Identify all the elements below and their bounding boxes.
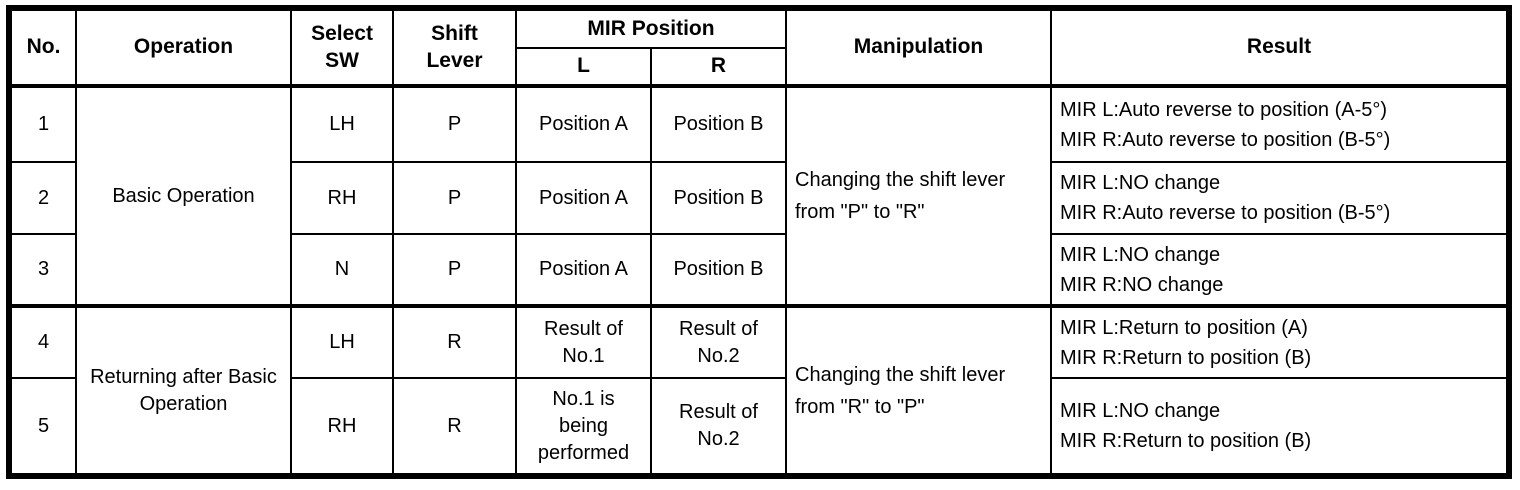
row-5-select-sw: RH: [290, 377, 394, 477]
row-4-result: MIR L:Return to position (A) MIR R:Retur…: [1050, 304, 1510, 379]
row-4-mir-r: Result of No.2: [650, 304, 787, 379]
row-1-no: 1: [8, 84, 77, 163]
row-1-mir-r: Position B: [650, 84, 787, 163]
row-5-mir-l-label: No.1 is being performed: [537, 387, 630, 464]
row-3-result: MIR L:NO change MIR R:NO change: [1050, 233, 1510, 307]
row-2-result-line-l: MIR L:NO change: [1060, 172, 1221, 194]
header-row-sub: L R: [9, 47, 1509, 87]
row-3-no: 3: [8, 233, 77, 307]
manipulation-group-r-to-p: Changing the shift lever from "R" to "P": [785, 304, 1052, 477]
row-1-result: MIR L:Auto reverse to position (A-5°) MI…: [1050, 84, 1510, 163]
row-3-mir-r: Position B: [650, 233, 787, 307]
manipulation-group-p-to-r: Changing the shift lever from "P" to "R": [785, 84, 1052, 307]
row-4-mir-l-label: Result of No.1: [544, 317, 623, 367]
table-row-5: 5 RH R No.1 is being performed Result of…: [8, 377, 1510, 477]
row-4-select-sw: LH: [290, 304, 394, 379]
row-5-mir-r-label: Result of No.2: [679, 401, 758, 450]
row-1-select-sw: LH: [290, 84, 394, 163]
row-5-shift-lever: R: [392, 377, 517, 477]
header-shift-lever: Shift Lever: [392, 7, 517, 87]
table-row-4: 4 Returning after Basic Operation LH R R…: [8, 304, 1510, 477]
row-3-mir-l: Position A: [515, 233, 652, 307]
row-1-shift-lever: P: [392, 84, 517, 163]
row-2-shift-lever: P: [392, 161, 517, 235]
row-3-shift-lever: P: [392, 233, 517, 307]
table-row-2: 2 RH P Position A Position B MIR L:NO ch…: [8, 161, 1510, 235]
header-no: No.: [8, 7, 77, 87]
header-mir-position: MIR Position: [515, 7, 787, 49]
table-row-1: 1 Basic Operation LH P Position A Positi…: [8, 84, 1510, 307]
header-operation: Operation: [75, 7, 292, 87]
header-mir-l: L: [515, 47, 652, 87]
row-1-mir-l: Position A: [515, 84, 652, 163]
row-4-result-line-r: MIR R:Return to position (B): [1060, 346, 1312, 369]
row-2-result-line-r: MIR R:Auto reverse to position (B-5°): [1060, 202, 1391, 224]
row-5-mir-l: No.1 is being performed: [515, 377, 652, 477]
row-1-result-line-r: MIR R:Auto reverse to position (B-5°): [1060, 128, 1391, 151]
header-select-sw: Select SW: [290, 7, 394, 87]
mir-position-table: No. Operation Select SW Shift Lever MIR …: [6, 5, 1512, 479]
table-row-3: 3 N P Position A Position B MIR L:NO cha…: [8, 233, 1510, 307]
row-2-no: 2: [8, 161, 77, 235]
row-2-result: MIR L:NO change MIR R:Auto reverse to po…: [1050, 161, 1510, 235]
row-2-mir-l: Position A: [515, 161, 652, 235]
row-5-result: MIR L:NO change MIR R:Return to position…: [1050, 377, 1510, 477]
row-2-mir-r: Position B: [650, 161, 787, 235]
header-select-sw-label: Select SW: [311, 22, 373, 72]
row-5-result-line-l: MIR L:NO change: [1060, 400, 1221, 422]
header-mir-r: R: [650, 47, 787, 87]
operation-group-returning: Returning after Basic Operation: [75, 304, 292, 477]
row-3-select-sw: N: [290, 233, 394, 307]
row-2-select-sw: RH: [290, 161, 394, 235]
row-5-no: 5: [8, 377, 77, 477]
header-shift-lever-label: Shift Lever: [426, 22, 483, 72]
row-4-shift-lever: R: [392, 304, 517, 379]
row-4-mir-r-label: Result of No.2: [679, 317, 758, 367]
header-result: Result: [1050, 7, 1510, 87]
row-4-result-line-l: MIR L:Return to position (A): [1060, 316, 1308, 339]
row-4-no: 4: [8, 304, 77, 379]
row-4-mir-l: Result of No.1: [515, 304, 652, 379]
header-row-top: No. Operation Select SW Shift Lever MIR …: [8, 7, 1510, 87]
operation-group-basic: Basic Operation: [75, 84, 292, 307]
row-3-result-line-r: MIR R:NO change: [1060, 273, 1224, 296]
row-1-result-line-l: MIR L:Auto reverse to position (A-5°): [1060, 98, 1388, 121]
row-5-result-line-r: MIR R:Return to position (B): [1060, 430, 1312, 452]
row-5-mir-r: Result of No.2: [650, 377, 787, 477]
row-3-result-line-l: MIR L:NO change: [1060, 243, 1221, 266]
document-sheet: No. Operation Select SW Shift Lever MIR …: [6, 5, 1512, 479]
header-manipulation: Manipulation: [785, 7, 1052, 87]
